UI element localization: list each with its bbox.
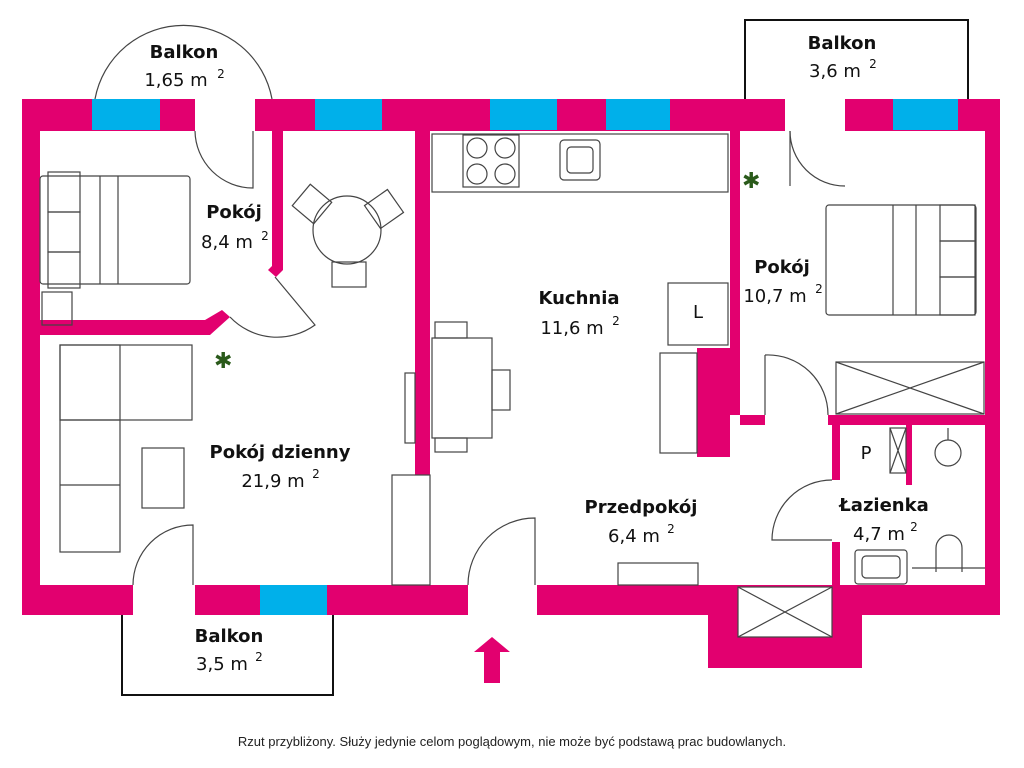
svg-text:2: 2 (910, 520, 918, 534)
svg-text:11,6 m: 11,6 m (540, 318, 603, 339)
svg-text:1,65 m: 1,65 m (144, 70, 207, 91)
plant-icons: ✱ ✱ (214, 168, 760, 373)
windows (92, 99, 958, 615)
disclaimer-caption: Rzut przybliżony. Służy jedynie celom po… (237, 734, 787, 749)
entrance-arrow-icon (474, 637, 510, 683)
svg-text:3,5 m: 3,5 m (196, 654, 248, 675)
svg-text:2: 2 (667, 522, 675, 536)
svg-text:2: 2 (261, 229, 269, 243)
washer-marker: P (861, 443, 872, 464)
balcony-top-right-outline (744, 19, 969, 99)
doors (132, 130, 846, 586)
svg-text:Balkon: Balkon (150, 42, 219, 63)
walls (22, 99, 1000, 668)
room-label-przedpokoj: Przedpokój 6,4 m 2 (585, 497, 698, 547)
svg-text:2: 2 (255, 650, 263, 664)
svg-text:Łazienka: Łazienka (838, 495, 929, 516)
balcony-top-left-outline (94, 24, 273, 100)
room-label-balkon-2: Balkon 3,6 m 2 (808, 33, 877, 82)
room-label-pokoj-1: Pokój 8,4 m 2 (201, 202, 269, 253)
room-label-pokoj-dzienny: Pokój dzienny 21,9 m 2 (210, 442, 351, 492)
room-label-lazienka: Łazienka 4,7 m 2 (838, 495, 929, 545)
svg-text:2: 2 (815, 282, 823, 296)
furniture (39, 133, 985, 638)
room-label-balkon-1: Balkon 1,65 m 2 (144, 42, 224, 91)
svg-text:2: 2 (612, 314, 620, 328)
room-label-balkon-3: Balkon 3,5 m 2 (195, 626, 264, 675)
svg-text:Balkon: Balkon (808, 33, 877, 54)
svg-text:Balkon: Balkon (195, 626, 264, 647)
svg-text:3,6 m: 3,6 m (809, 61, 861, 82)
plant-icon: ✱ (742, 168, 760, 193)
balcony-bottom-outline (121, 615, 334, 696)
svg-text:10,7 m: 10,7 m (743, 286, 806, 307)
fridge-marker: L (693, 302, 703, 323)
svg-text:2: 2 (869, 57, 877, 71)
room-label-pokoj-2: Pokój 10,7 m 2 (743, 257, 822, 307)
svg-text:2: 2 (217, 67, 225, 81)
svg-text:Kuchnia: Kuchnia (538, 288, 619, 309)
svg-text:2: 2 (312, 467, 320, 481)
svg-text:Przedpokój: Przedpokój (585, 497, 698, 518)
svg-text:8,4 m: 8,4 m (201, 232, 253, 253)
svg-text:Pokój dzienny: Pokój dzienny (210, 442, 351, 463)
svg-text:Pokój: Pokój (206, 202, 262, 223)
room-label-kuchnia: Kuchnia 11,6 m 2 (538, 288, 619, 339)
plant-icon: ✱ (214, 348, 232, 373)
svg-text:6,4 m: 6,4 m (608, 526, 660, 547)
svg-text:4,7 m: 4,7 m (853, 524, 905, 545)
svg-text:21,9 m: 21,9 m (241, 471, 304, 492)
svg-text:Pokój: Pokój (754, 257, 810, 278)
